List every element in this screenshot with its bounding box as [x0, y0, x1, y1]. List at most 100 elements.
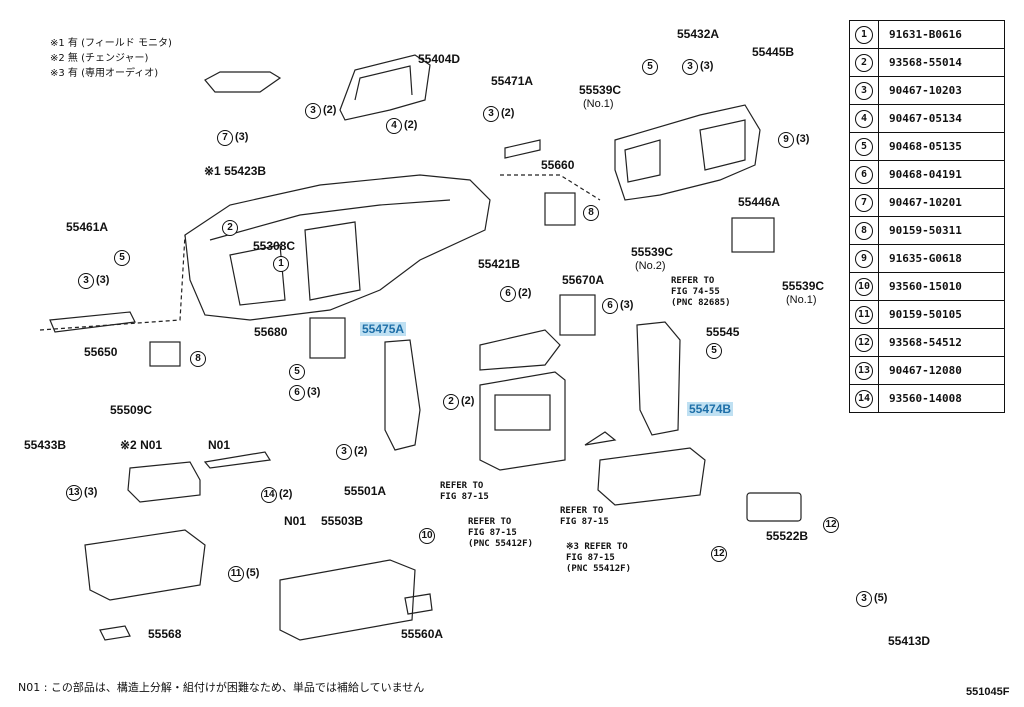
- fastener-callout[interactable]: 3(5): [856, 591, 887, 607]
- part-label[interactable]: N01: [208, 438, 231, 452]
- legend-key: 7: [855, 193, 873, 212]
- refer-note[interactable]: REFER TO FIG 87-15: [440, 481, 489, 502]
- part-label[interactable]: 55650: [84, 345, 118, 359]
- fastener-callout[interactable]: 12: [711, 546, 729, 562]
- part-label[interactable]: 55539C: [579, 83, 622, 97]
- legend-key: 2: [855, 53, 873, 72]
- fastener-callout[interactable]: 9(3): [778, 132, 809, 148]
- part-label-highlighted[interactable]: 55474B: [687, 402, 734, 416]
- fastener-callout[interactable]: 4(2): [386, 118, 417, 134]
- part-label-sub: (No.2): [635, 260, 666, 272]
- part-label[interactable]: 55539C: [782, 279, 825, 293]
- part-label[interactable]: 55432A: [677, 27, 720, 41]
- part-label[interactable]: 55421B: [478, 257, 521, 271]
- part-label[interactable]: 55539C: [631, 245, 674, 259]
- legend-part-number: 93568-54512: [878, 328, 1005, 357]
- legend-part-number: 91631-B0616: [878, 20, 1005, 49]
- fastener-callout[interactable]: 3(2): [336, 444, 367, 460]
- fastener-callout[interactable]: 10: [419, 528, 437, 544]
- fastener-callout[interactable]: 13(3): [66, 485, 97, 501]
- fastener-callout[interactable]: 2(2): [443, 394, 474, 410]
- part-label[interactable]: 55308C: [253, 239, 296, 253]
- part-label[interactable]: 55509C: [110, 403, 153, 417]
- part-label[interactable]: 55522B: [766, 529, 809, 543]
- fastener-callout[interactable]: 5: [642, 59, 660, 75]
- exploded-parts-diagram: [39, 54, 802, 641]
- header-note: ※1 有 (フィールド モニタ): [50, 38, 172, 49]
- legend-row[interactable]: 1 91631-B0616: [849, 20, 1005, 49]
- legend-part-number: 90468-05135: [878, 132, 1005, 161]
- part-label[interactable]: 55404D: [418, 52, 461, 66]
- fastener-callout[interactable]: 14(2): [261, 487, 292, 503]
- part-label[interactable]: N01: [284, 514, 307, 528]
- part-label[interactable]: 55680: [254, 325, 288, 339]
- header-note: ※3 有 (専用オーディオ): [50, 68, 159, 79]
- legend-key: 10: [855, 277, 873, 296]
- part-label[interactable]: 55501A: [344, 484, 387, 498]
- fastener-callout[interactable]: 3(3): [682, 59, 713, 75]
- fastener-callout[interactable]: 7(3): [217, 130, 248, 146]
- part-label[interactable]: 55670A: [562, 273, 605, 287]
- fastener-callout[interactable]: 2: [222, 220, 240, 236]
- fastener-callout[interactable]: 6(3): [289, 385, 320, 401]
- legend-key: 5: [855, 137, 873, 156]
- part-label[interactable]: 55503B: [321, 514, 364, 528]
- part-label[interactable]: 55461A: [66, 220, 109, 234]
- fastener-callout[interactable]: 6(2): [500, 286, 531, 302]
- fastener-callout[interactable]: 8: [190, 351, 208, 367]
- part-label[interactable]: 55568: [148, 627, 182, 641]
- fastener-callout[interactable]: 5: [706, 343, 724, 359]
- part-label[interactable]: 55660: [541, 158, 575, 172]
- refer-note[interactable]: ※3 REFER TO FIG 87-15 (PNC 55412F): [566, 542, 632, 574]
- legend-part-number: 90467-12080: [878, 356, 1005, 385]
- legend-part-number: 91635-G0618: [878, 244, 1005, 273]
- legend-row[interactable]: 5 90468-05135: [849, 132, 1005, 161]
- part-label-sub: (No.1): [583, 98, 614, 110]
- part-label[interactable]: ※2 N01: [120, 438, 163, 452]
- fastener-callout[interactable]: 1: [273, 256, 291, 272]
- legend-key: 6: [855, 165, 873, 184]
- refer-note[interactable]: REFER TO FIG 87-15 (PNC 55412F): [468, 517, 534, 549]
- fastener-callout[interactable]: 3(2): [483, 106, 514, 122]
- legend-part-number: 90467-05134: [878, 104, 1005, 133]
- legend-part-number: 93568-55014: [878, 48, 1005, 77]
- legend-row[interactable]: 13 90467-12080: [849, 356, 1005, 385]
- fastener-callout[interactable]: 3(3): [78, 273, 109, 289]
- fastener-callout[interactable]: 5: [114, 250, 132, 266]
- refer-note[interactable]: REFER TO FIG 87-15: [560, 506, 609, 527]
- legend-key: 13: [855, 361, 873, 380]
- fastener-callout[interactable]: 11(5): [228, 566, 259, 582]
- header-note: ※2 無 (チェンジャー): [50, 53, 149, 64]
- part-label-sub: (No.1): [786, 294, 817, 306]
- legend-part-number: 90467-10201: [878, 188, 1005, 217]
- part-label[interactable]: 55413D: [888, 634, 931, 648]
- fastener-callout[interactable]: 6(3): [602, 298, 633, 314]
- refer-note[interactable]: REFER TO FIG 74-55 (PNC 82685): [671, 276, 731, 308]
- part-label[interactable]: 55560A: [401, 627, 444, 641]
- fastener-callout[interactable]: 8: [583, 205, 601, 221]
- part-label[interactable]: 55433B: [24, 438, 67, 452]
- part-label[interactable]: 55545: [706, 325, 740, 339]
- legend-row[interactable]: 2 93568-55014: [849, 48, 1005, 77]
- legend-part-number: 90159-50311: [878, 216, 1005, 245]
- fastener-callout[interactable]: 3(2): [305, 103, 336, 119]
- part-label[interactable]: 55446A: [738, 195, 781, 209]
- fastener-callout[interactable]: 5: [289, 364, 307, 380]
- part-label-highlighted[interactable]: 55475A: [360, 322, 407, 336]
- part-label[interactable]: ※1 55423B: [204, 164, 267, 178]
- legend-row[interactable]: 7 90467-10201: [849, 188, 1005, 217]
- part-label[interactable]: 55471A: [491, 74, 534, 88]
- legend-key: 1: [855, 25, 873, 44]
- fastener-callout[interactable]: 12: [823, 517, 841, 533]
- part-label[interactable]: 55445B: [752, 45, 795, 59]
